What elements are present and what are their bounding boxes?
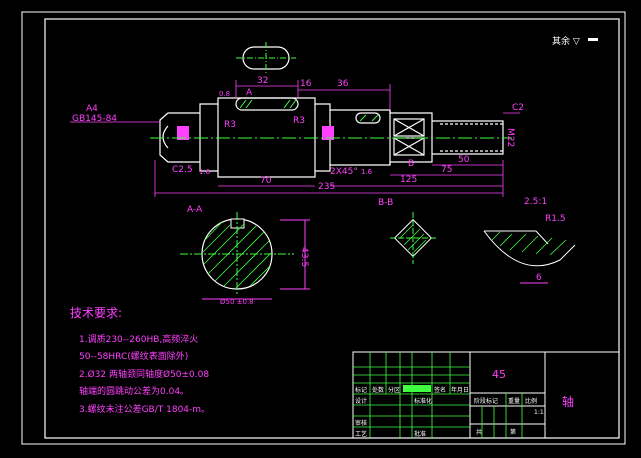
tech-notes-heading: 技术要求:: [70, 306, 123, 320]
scale-value: 1:1: [534, 409, 544, 416]
roughness-1-6-b: 1.6: [361, 168, 373, 176]
roughness-1-6: 1.6: [199, 168, 211, 176]
detail-6: 6: [536, 273, 542, 283]
tb-stage: 阶段标记: [474, 398, 499, 405]
dim-125: 125: [400, 175, 418, 185]
dim-gb145: GB145-84: [72, 114, 118, 124]
tb-mark: 标记: [355, 387, 368, 394]
tb-craft: 工艺: [355, 431, 368, 438]
tech-note-4: 轴端的圆跳动公差为0.04。: [79, 387, 190, 397]
detail-scale: 2.5:1: [524, 197, 548, 207]
section-bb: [390, 212, 436, 264]
section-mark-b: B: [408, 159, 415, 169]
tb-standard: 标准化: [414, 398, 433, 405]
title-block: [352, 351, 620, 439]
tech-note-5: 3.螺纹未注公差GB/T 1804-m。: [79, 405, 211, 415]
datum-mark-left: [177, 126, 189, 140]
tb-approve: 批准: [414, 431, 427, 438]
detail-r15: R1.5: [545, 214, 566, 224]
tb-page: 第: [510, 429, 517, 436]
dim-43-5: 43.5: [299, 247, 309, 268]
outer-frame: [21, 11, 626, 445]
section-aa: [180, 212, 310, 300]
section-mark-a: A: [246, 88, 253, 98]
section-bb-label: B-B: [378, 198, 394, 208]
part-name: 轴: [562, 395, 575, 409]
tb-weight: 重量: [508, 398, 521, 405]
tb-count: 处数: [372, 387, 385, 394]
tb-checker: 审核: [355, 420, 368, 427]
dim-235: 235: [318, 182, 336, 192]
tech-note-3: 2.Ø32 两轴颈同轴度Ø50±0.08: [79, 370, 210, 380]
dim-50: 50: [458, 155, 470, 165]
dim-36: 36: [337, 79, 349, 89]
title-block-grid: [353, 352, 523, 438]
dim-m22: M22: [505, 128, 515, 148]
dim-16: 16: [300, 79, 312, 89]
material: 45: [492, 368, 506, 381]
datum-mark-right: [322, 126, 334, 140]
roughness-note: 其余 ▽: [552, 35, 580, 47]
dim-r3-left: R3: [224, 120, 236, 130]
dim-2x45: 2X45°: [330, 167, 358, 177]
tech-note-1: 1.调质230--260HB,高频淬火: [79, 335, 199, 345]
dim-70: 70: [260, 176, 272, 186]
dim-c25: C2.5: [172, 165, 193, 175]
tb-ratio: 比例: [525, 398, 538, 405]
dim-c2: C2: [512, 103, 525, 113]
section-aa-label: A-A: [187, 205, 203, 215]
dim-r3-right: R3: [293, 116, 305, 126]
tb-zone: 分区: [388, 387, 401, 394]
dim-75: 75: [441, 165, 453, 175]
title-green-bar: [403, 385, 431, 392]
tb-sheet: 共: [476, 429, 483, 436]
dim-a4: A4: [86, 104, 98, 114]
dimension-lines: [70, 80, 520, 197]
dim-phi50: Ø50 ±0.8: [220, 298, 254, 306]
keyway-hatch: [239, 99, 379, 122]
dim-32: 32: [257, 76, 269, 86]
tb-date: 年月日: [451, 387, 470, 394]
tb-designer: 设计: [355, 398, 368, 405]
detail-view: [483, 230, 576, 284]
roughness-0-8: 0.8: [219, 90, 231, 98]
tb-sign: 签名: [434, 387, 447, 394]
tech-note-2: 50--58HRC(螺纹表面除外): [79, 352, 189, 362]
keyway-top-view: [236, 42, 296, 74]
inner-frame: [44, 18, 620, 439]
